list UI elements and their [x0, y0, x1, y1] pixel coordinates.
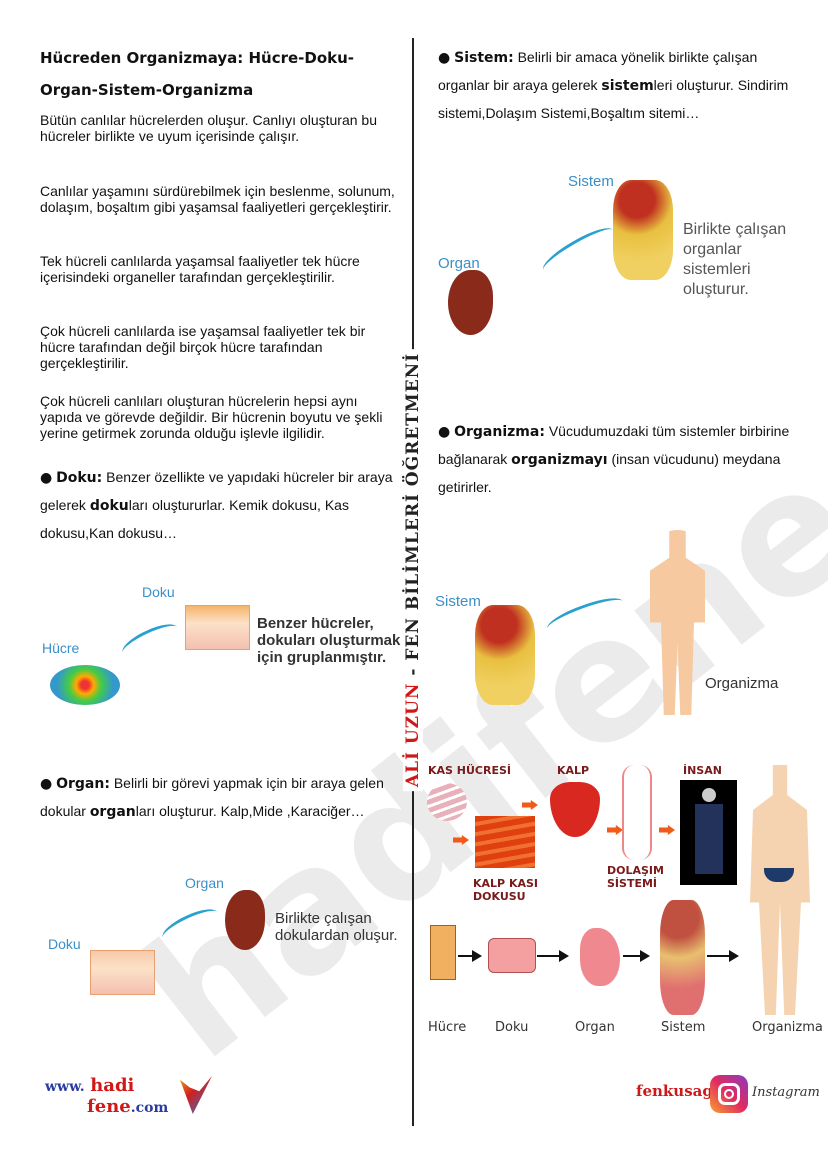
organizma-figure: Sistem Organizma — [435, 525, 805, 725]
digestive-system-image — [660, 900, 705, 1015]
organ-definition: ● Organ: Belirli bir görevi yapmak için … — [40, 775, 384, 820]
arrow-icon — [118, 618, 182, 662]
figure-label: KALP — [557, 764, 590, 777]
arrow-icon — [659, 825, 675, 835]
tissue-image — [185, 605, 250, 650]
logo-icon — [180, 1076, 212, 1114]
cell-image — [50, 665, 120, 705]
figure-label: Doku — [142, 584, 175, 600]
human-body-image — [750, 765, 810, 1015]
site-logo[interactable]: www. hadi fene.com — [45, 1075, 169, 1117]
kidney-image — [225, 890, 265, 950]
paragraph: Çok hücreli canlılarda ise yaşamsal faal… — [40, 323, 366, 371]
digestive-system-image — [613, 180, 673, 280]
arrow-icon — [458, 950, 482, 962]
arrow-icon — [543, 591, 627, 639]
step-label: Organ — [575, 1020, 615, 1035]
figure-label: İNSAN — [683, 764, 722, 777]
paragraph: Tek hücreli canlılarda yaşamsal faaliyet… — [40, 253, 360, 285]
figure-caption: Birlikte çalışan organlar sistemleri olu… — [683, 221, 787, 298]
arrow-icon — [537, 950, 569, 962]
underwear — [764, 868, 794, 882]
figure-caption: Birlikte çalışan dokulardan oluşur. — [275, 910, 398, 944]
arrow-icon — [707, 950, 739, 962]
arrow-icon — [158, 903, 222, 947]
step-label: Hücre — [428, 1020, 467, 1035]
step-label: Sistem — [661, 1020, 706, 1035]
human-body-image — [650, 530, 705, 715]
figure-label: KAS HÜCRESİ — [428, 764, 511, 777]
arrow-icon — [607, 825, 623, 835]
arrow-icon — [623, 950, 650, 962]
figure-label: Organizma — [705, 675, 779, 692]
figure-label: DOLAŞIM SİSTEMİ — [607, 864, 664, 890]
title-line-1: Hücreden Organizmaya: Hücre-Doku- — [40, 49, 355, 67]
human-photo — [680, 780, 737, 885]
heart-image — [550, 782, 600, 837]
page-title: Hücreden Organizmaya: Hücre-Doku- Organ-S… — [40, 42, 400, 106]
tissue-image — [90, 950, 155, 995]
muscle-cell-image — [427, 783, 467, 821]
figure-label: Organ — [438, 255, 480, 272]
figure-label: Hücre — [42, 640, 80, 656]
kidney-image — [448, 270, 493, 335]
figure-label: Sistem — [435, 593, 481, 610]
arrow-icon — [522, 800, 538, 810]
paragraph: Canlılar yaşamını sürdürebilmek için bes… — [40, 183, 395, 215]
doku-figure: Hücre Doku Benzer hücreler, dokuları olu… — [40, 580, 400, 720]
doku-definition: ● Doku: Benzer özellikte ve yapıdaki hüc… — [40, 469, 393, 541]
step-label: Organizma — [752, 1020, 823, 1035]
step-label: Doku — [495, 1020, 529, 1035]
paragraph: Çok hücreli canlıları oluşturan hücreler… — [40, 393, 383, 441]
instagram-username[interactable]: fenkusagi — [636, 1082, 719, 1100]
circulatory-system-image — [622, 765, 652, 860]
tissue-image — [488, 938, 536, 973]
arrow-icon — [453, 835, 469, 845]
figure-caption: Benzer hücreler, dokuları oluşturmak içi… — [257, 615, 401, 666]
cell-image — [430, 925, 456, 980]
hierarchy-figure: KAS HÜCRESİ KALP İNSAN KALP KASI DOKUSU … — [415, 750, 828, 1050]
figure-label: KALP KASI DOKUSU — [473, 877, 538, 903]
figure-label: Doku — [48, 936, 81, 952]
digestive-system-image — [475, 605, 535, 705]
arrow-icon — [538, 221, 618, 279]
sistem-definition: ● Sistem: Belirli bir amaca yönelik birl… — [438, 49, 789, 121]
author-vertical: ALİ UZUN - FEN BİLİMLERİ ÖĞRETMENİ — [403, 348, 423, 792]
figure-label: Organ — [185, 875, 224, 891]
paragraph: Bütün canlılar hücrelerden oluşur. Canlı… — [40, 112, 377, 144]
title-line-2: Organ-Sistem-Organizma — [40, 81, 254, 99]
organizma-definition: ● Organizma: Vücudumuzdaki tüm sistemler… — [438, 423, 790, 495]
figure-label: Sistem — [568, 173, 614, 190]
heart-tissue-image — [475, 816, 535, 868]
sistem-figure: Organ Sistem Birlikte çalışan organlar s… — [438, 165, 808, 345]
stomach-image — [580, 928, 620, 986]
instagram-icon[interactable] — [710, 1075, 748, 1113]
instagram-label: Instagram — [752, 1085, 820, 1100]
organ-figure: Doku Organ Birlikte çalışan dokulardan o… — [40, 870, 410, 1005]
